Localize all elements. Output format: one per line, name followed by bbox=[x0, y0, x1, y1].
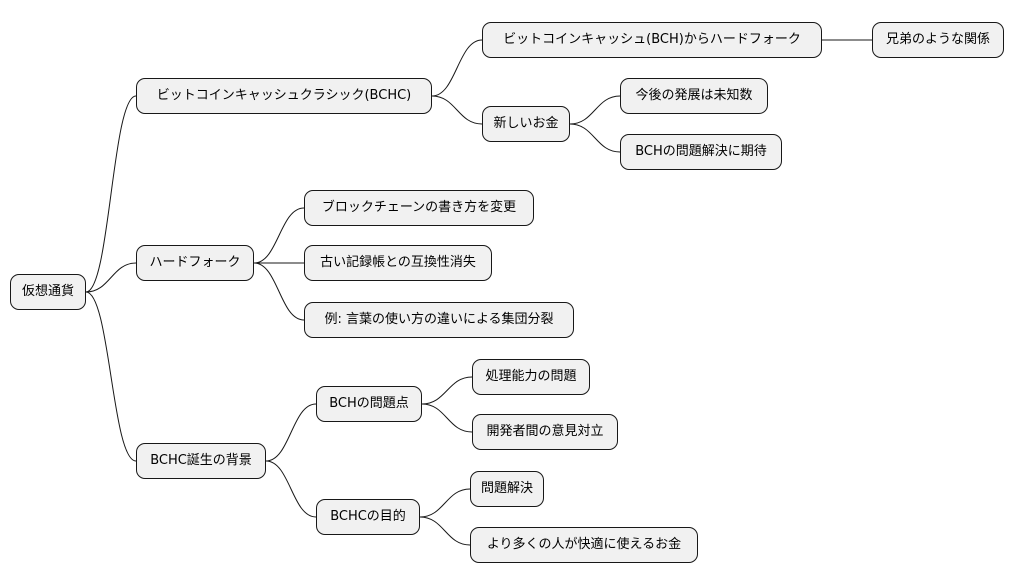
node-future-unknown: 今後の発展は未知数 bbox=[620, 78, 768, 114]
node-dev-conflict: 開発者間の意見対立 bbox=[472, 414, 618, 450]
edge-issues-conflict bbox=[421, 403, 473, 433]
edge-goal-solving bbox=[419, 488, 471, 518]
edge-bchc-newmoney bbox=[431, 95, 483, 125]
edge-root-bchc bbox=[85, 95, 137, 293]
edge-background-issues bbox=[265, 403, 317, 462]
edge-hardfork-change bbox=[253, 207, 305, 264]
node-bchc-goal: BCHCの目的 bbox=[316, 499, 420, 535]
node-more-people: より多くの人が快適に使えるお金 bbox=[470, 527, 698, 563]
node-bch-hope: BCHの問題解決に期待 bbox=[620, 134, 782, 170]
node-capacity: 処理能力の問題 bbox=[472, 359, 590, 395]
node-hardfork: ハードフォーク bbox=[136, 245, 254, 281]
node-problem-solving: 問題解決 bbox=[470, 471, 544, 507]
edge-goal-people bbox=[419, 516, 471, 546]
node-root-crypto: 仮想通貨 bbox=[10, 274, 86, 310]
edge-root-hardfork bbox=[85, 262, 137, 293]
node-change-method: ブロックチェーンの書き方を変更 bbox=[304, 190, 534, 226]
edge-hardfork-example bbox=[253, 262, 305, 321]
edge-issues-capacity bbox=[421, 376, 473, 405]
node-fork-from-bch: ビットコインキャッシュ(BCH)からハードフォーク bbox=[482, 22, 822, 58]
edge-newmoney-bchhope bbox=[569, 123, 621, 153]
node-bchc-background: BCHC誕生の背景 bbox=[136, 443, 266, 479]
edge-newmoney-future bbox=[569, 95, 621, 125]
node-siblings: 兄弟のような関係 bbox=[872, 22, 1004, 58]
node-example: 例: 言葉の使い方の違いによる集団分裂 bbox=[304, 302, 574, 338]
node-new-money: 新しいお金 bbox=[482, 106, 570, 142]
node-bch-issues: BCHの問題点 bbox=[316, 386, 422, 422]
node-no-compat: 古い記録帳との互換性消失 bbox=[304, 245, 492, 281]
edge-background-goal bbox=[265, 460, 317, 518]
edge-root-background bbox=[85, 291, 137, 462]
node-bchc: ビットコインキャッシュクラシック(BCHC) bbox=[136, 78, 432, 114]
edge-bchc-fork bbox=[431, 39, 483, 97]
